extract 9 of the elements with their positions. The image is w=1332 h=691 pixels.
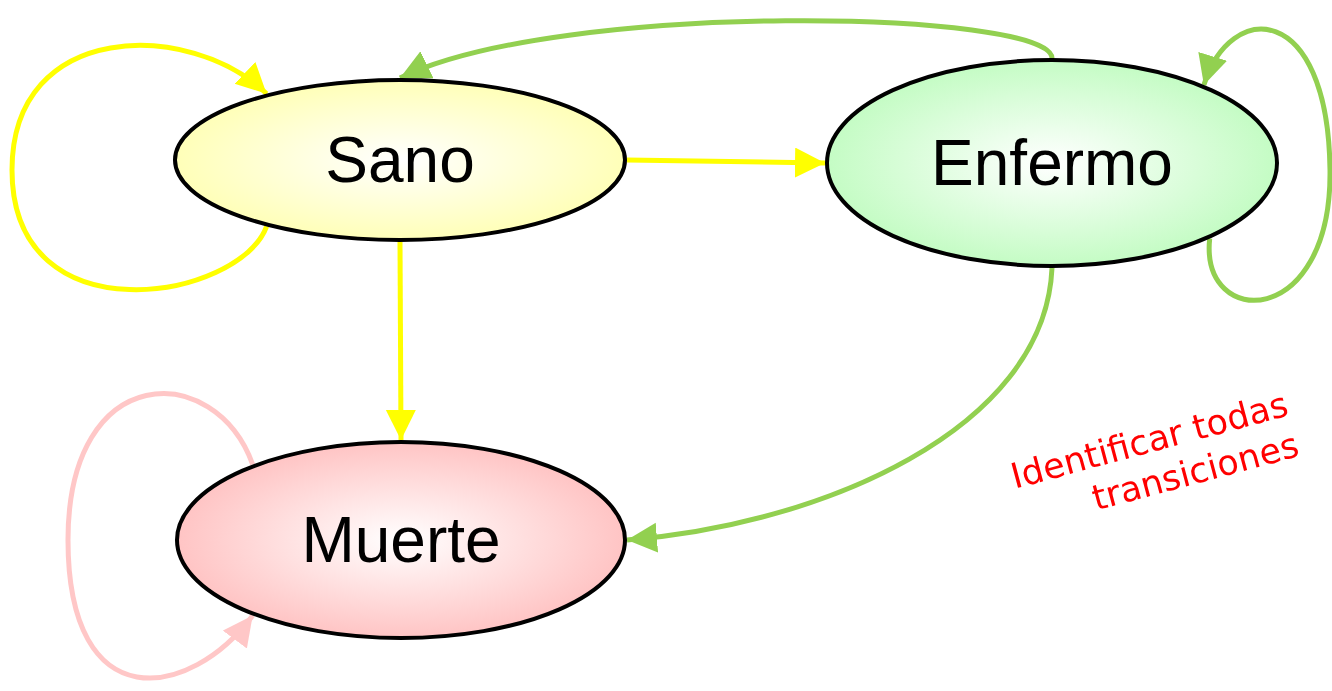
state-label: Muerte [301, 503, 501, 577]
arrow [626, 147, 826, 178]
arrow [1201, 26, 1332, 303]
arrow [385, 242, 416, 440]
arrow [65, 391, 255, 681]
arrow [626, 267, 1055, 552]
state-label: Sano [325, 123, 475, 197]
state-label: Enfermo [931, 126, 1173, 200]
arrow [9, 43, 269, 292]
